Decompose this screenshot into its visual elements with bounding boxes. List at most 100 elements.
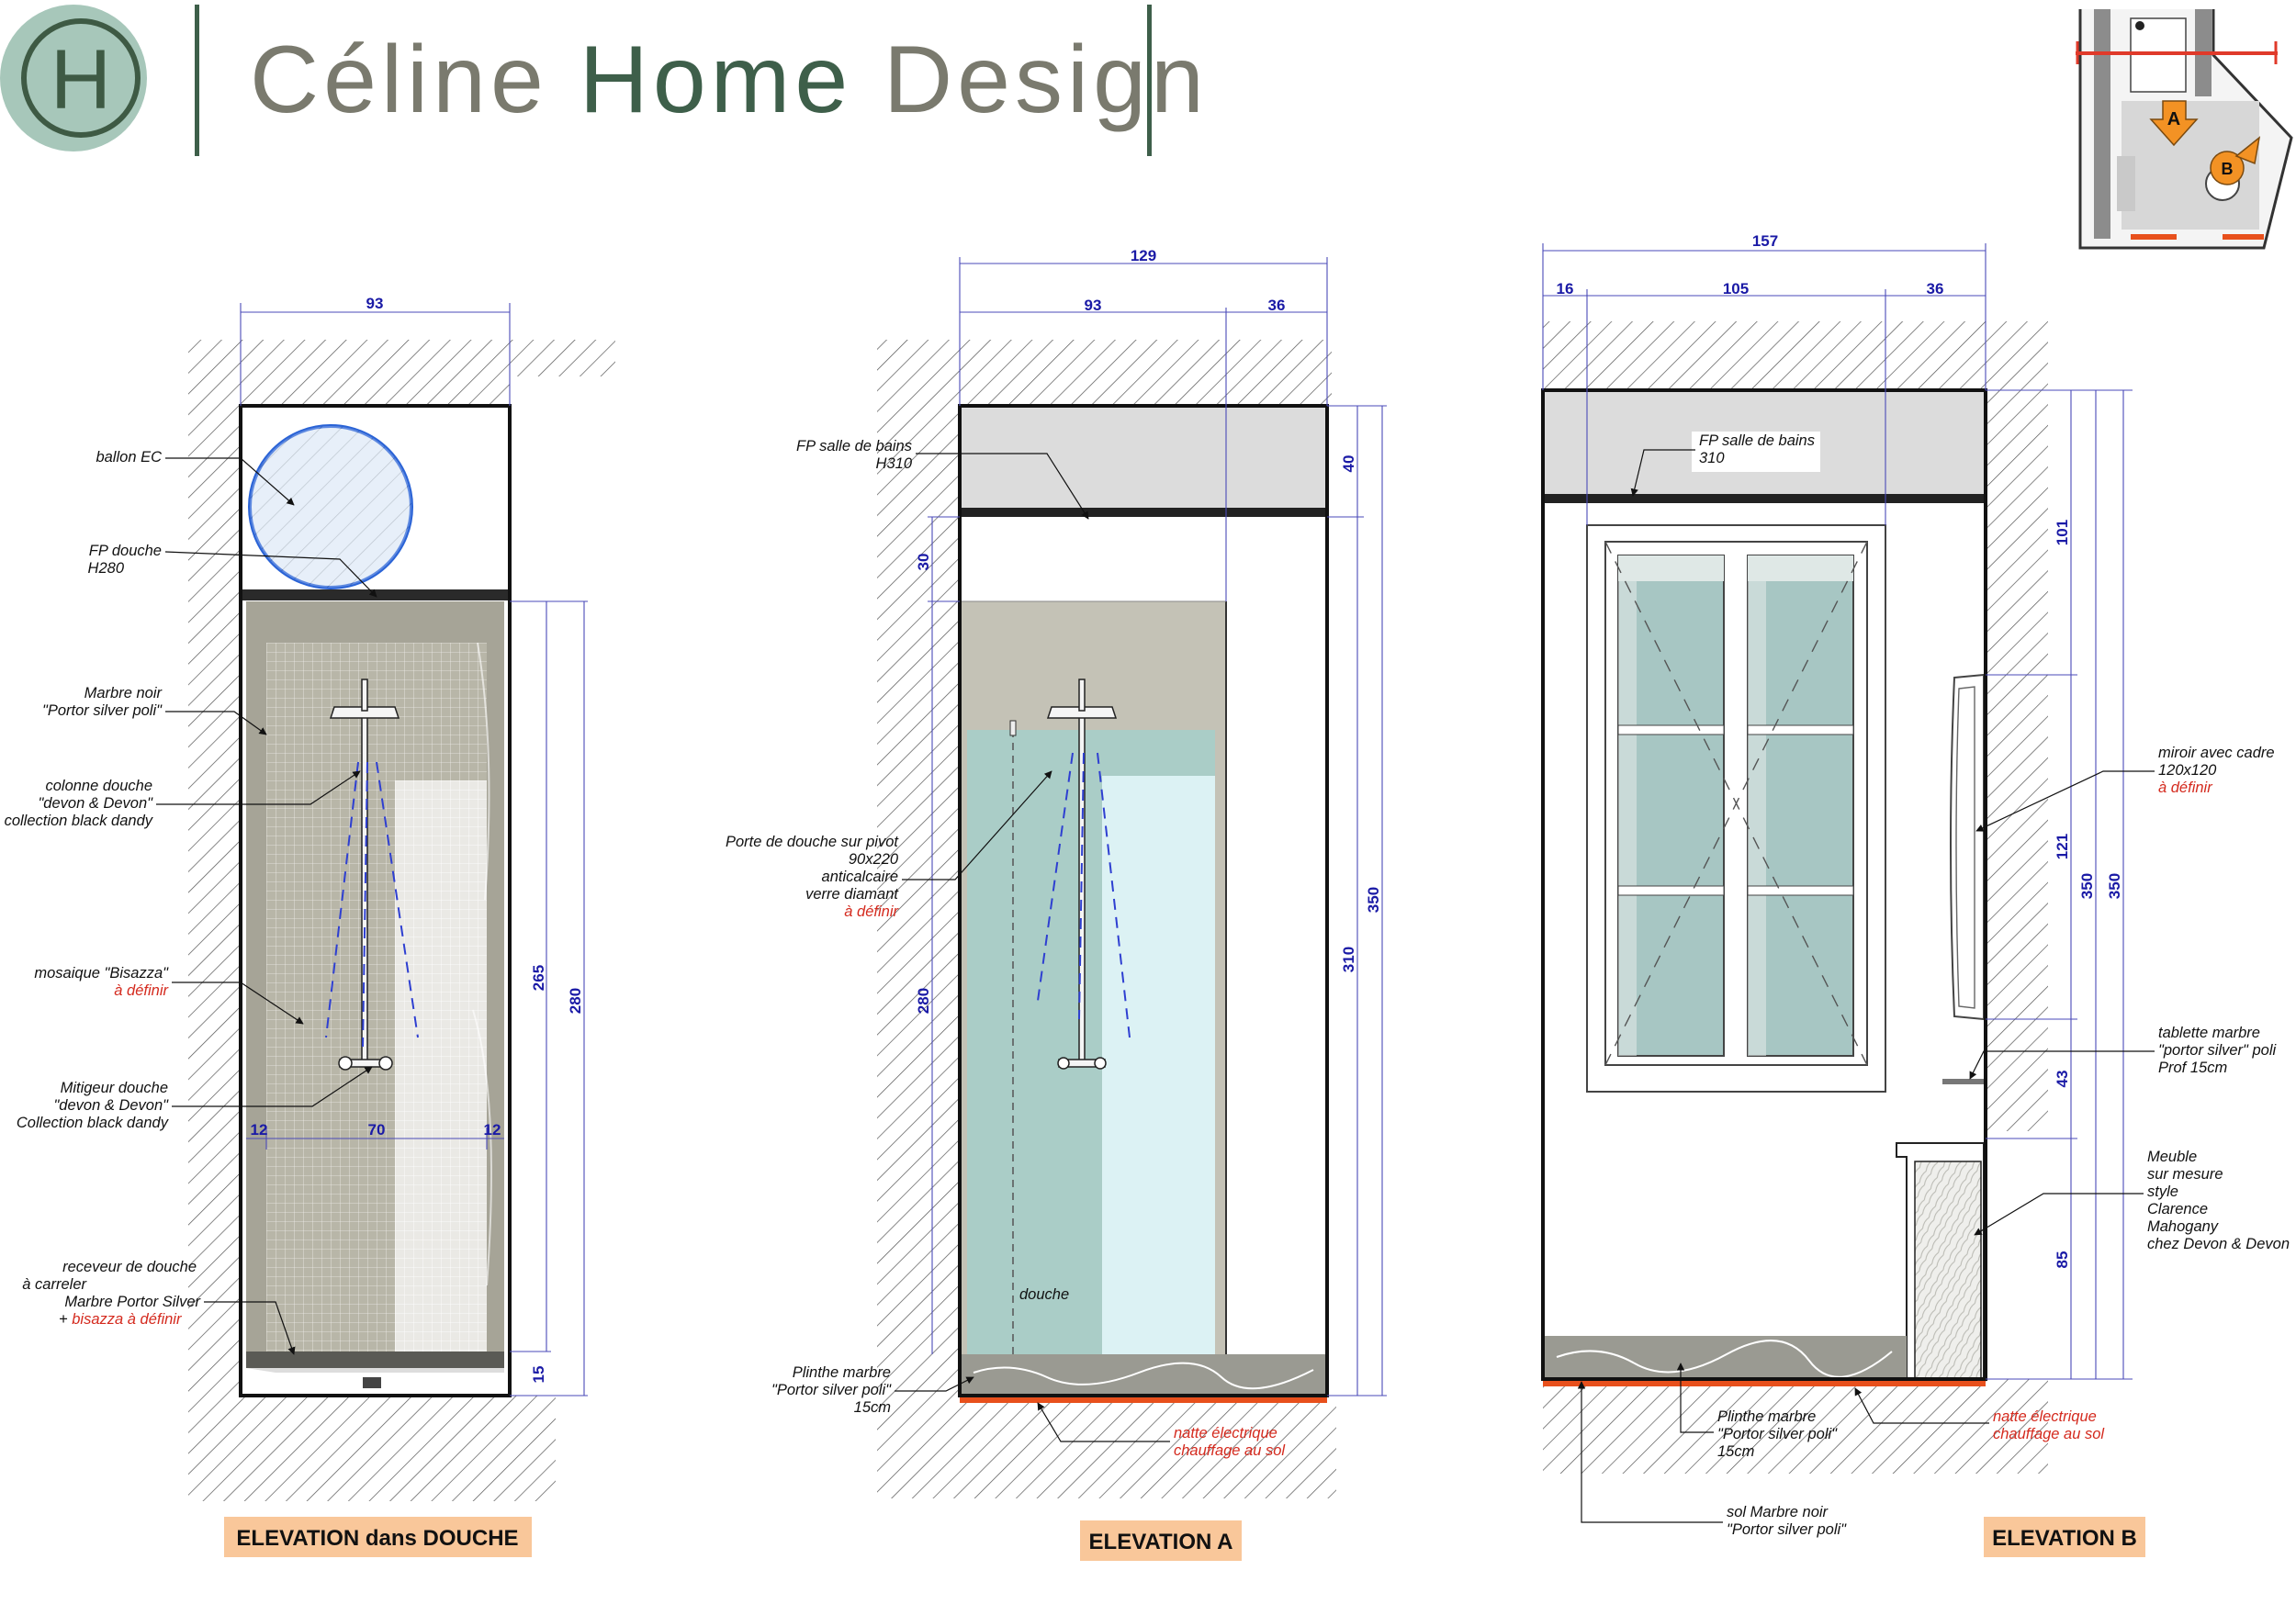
brand-logo: H [0, 5, 147, 151]
header-divider-right [1147, 5, 1152, 156]
label-receveur-4: + bisazza à définir [59, 1311, 183, 1328]
a-dim-93: 93 [1085, 297, 1102, 314]
douche-title-text: ELEVATION dans DOUCHE [236, 1526, 518, 1551]
a-dim-310: 310 [1340, 947, 1357, 972]
a-heating-mat [960, 1396, 1327, 1403]
b-dim-101: 101 [2054, 520, 2071, 545]
a-title-text: ELEVATION A [1089, 1530, 1233, 1554]
b-window [1586, 524, 1886, 1093]
b-label-miroir-1: miroir avec cadre [2158, 745, 2275, 761]
label-colonne-2: "devon & Devon" [38, 795, 153, 812]
a-label-plinthe-3: 15cm [854, 1399, 891, 1416]
b-title-text: ELEVATION B [1992, 1526, 2137, 1551]
a-label-plinthe-1: Plinthe marbre [793, 1364, 891, 1381]
header-divider-left [195, 5, 199, 156]
label-marbre-1: Marbre noir [84, 685, 163, 701]
a-label-plinthe-2: "Portor silver poli" [771, 1382, 892, 1398]
b-annotations: FP salle de bains 310 miroir avec cadre … [1577, 432, 2290, 1538]
a-dimensions: 129 93 36 30 280 40 310 350 [915, 247, 1387, 1396]
b-outline [1541, 388, 1987, 1381]
b-mirror [1950, 673, 1985, 1021]
a-dim-350: 350 [1365, 887, 1382, 913]
b-label-plinthe-2: "Portor silver poli" [1717, 1426, 1838, 1442]
header: H Céline Home Design [0, 5, 1209, 156]
b-dimensions: 157 16 105 36 101 121 43 85 350 350 [1542, 232, 2133, 1380]
a-label-porte-4: verre diamant [805, 886, 899, 903]
b-label-tablette-1: tablette marbre [2158, 1025, 2260, 1041]
company-name-design: Design [884, 27, 1209, 133]
b-title-bg [1984, 1517, 2145, 1557]
a-label-porte-5: à définir [844, 903, 899, 920]
company-name: Céline Home Design [250, 27, 1209, 133]
label-mosaique-2: à définir [114, 982, 169, 999]
b-dim-350-b: 350 [2106, 873, 2123, 899]
b-dim-16: 16 [1557, 280, 1574, 297]
a-title: ELEVATION A [1080, 1520, 1242, 1561]
a-label-porte-3: anticalcaire [822, 869, 898, 885]
douche-dim-width: 93 [366, 295, 384, 312]
label-fp-douche-2: H280 [88, 560, 125, 577]
b-vanity-cabinet [1896, 1142, 1985, 1380]
b-label-meuble-5: Mahogany [2147, 1218, 2220, 1235]
b-label-fp-2: 310 [1699, 450, 1725, 466]
a-annotations: FP salle de bains H310 Porte de douche s… [726, 438, 1286, 1459]
b-wall-hatch [1543, 321, 2048, 1474]
a-fp-box [962, 407, 1325, 508]
label-mitigeur-2: "devon & Devon" [53, 1097, 169, 1114]
elevation-a: 129 93 36 30 280 40 310 350 FP salle de … [726, 247, 1387, 1561]
a-shower-column [1037, 679, 1131, 1070]
b-dim-121: 121 [2054, 834, 2071, 859]
b-label-sol-1: sol Marbre noir [1727, 1504, 1829, 1520]
a-wall-hatch [877, 340, 1336, 1498]
shower-tray [246, 1352, 504, 1368]
a-label-fp-2: H310 [876, 455, 913, 472]
a-label-fp-1: FP salle de bains [796, 438, 912, 454]
a-label-porte-2: 90x220 [849, 851, 899, 868]
b-label-meuble-2: sur mesure [2147, 1166, 2223, 1183]
douche-dim-70: 70 [368, 1121, 386, 1139]
b-plinth-marble [1545, 1336, 1907, 1379]
b-heating-mat [1543, 1379, 1986, 1386]
a-label-natte-1: natte électrique [1174, 1425, 1277, 1441]
b-dim-85: 85 [2054, 1251, 2071, 1269]
keyplan-marker-a: A [2149, 100, 2199, 147]
a-label-douche: douche [1019, 1286, 1069, 1303]
douche-dimensions: 93 12 70 12 265 280 15 [240, 295, 588, 1396]
b-label-tablette-3: Prof 15cm [2158, 1060, 2227, 1076]
label-mosaique-1: mosaique "Bisazza" [34, 965, 169, 981]
b-dim-36: 36 [1927, 280, 1944, 297]
douche-dim-12-left: 12 [251, 1121, 268, 1139]
logo-letter: H [51, 33, 111, 127]
b-label-tablette-2: "portor silver" poli [2158, 1042, 2278, 1059]
svg-text:A: A [2167, 109, 2180, 129]
b-dim-350-a: 350 [2078, 873, 2096, 899]
b-dim-157: 157 [1752, 232, 1778, 250]
b-label-meuble-4: Clarence [2147, 1201, 2208, 1217]
label-marbre-2: "Portor silver poli" [42, 702, 163, 719]
a-label-porte-1: Porte de douche sur pivot [726, 834, 899, 850]
b-label-miroir-3: à définir [2158, 780, 2213, 796]
b-label-plinthe-3: 15cm [1717, 1443, 1754, 1460]
b-label-miroir-2: 120x120 [2158, 762, 2217, 779]
label-colonne-1: colonne douche [45, 778, 152, 794]
label-mitigeur-3: Collection black dandy [17, 1115, 170, 1131]
b-title: ELEVATION B [1984, 1517, 2145, 1557]
label-receveur-3: Marbre Portor Silver [64, 1294, 201, 1310]
b-label-meuble-1: Meuble [2147, 1149, 2197, 1165]
company-name-home: Home [580, 27, 884, 133]
elevation-douche: 93 12 70 12 265 280 15 ballon EC FP douc… [5, 295, 615, 1557]
a-dim-40: 40 [1340, 455, 1357, 473]
b-label-sol-2: "Portor silver poli" [1727, 1521, 1847, 1538]
douche-wall-hatch [188, 340, 615, 1501]
a-dim-129: 129 [1131, 247, 1156, 264]
logo-ring [21, 18, 141, 138]
b-label-meuble-3: style [2147, 1183, 2178, 1200]
b-marble-shelf [1942, 1079, 1984, 1084]
label-ballon: ballon EC [96, 449, 162, 465]
elevation-b: 157 16 105 36 101 121 43 85 350 350 FP s… [1541, 232, 2290, 1557]
b-label-natte-2: chauffage au sol [1993, 1426, 2105, 1442]
b-label-plinthe-1: Plinthe marbre [1717, 1408, 1816, 1425]
douche-dim-12-right: 12 [484, 1121, 501, 1139]
b-dim-105: 105 [1723, 280, 1749, 297]
a-outline [958, 404, 1329, 1397]
